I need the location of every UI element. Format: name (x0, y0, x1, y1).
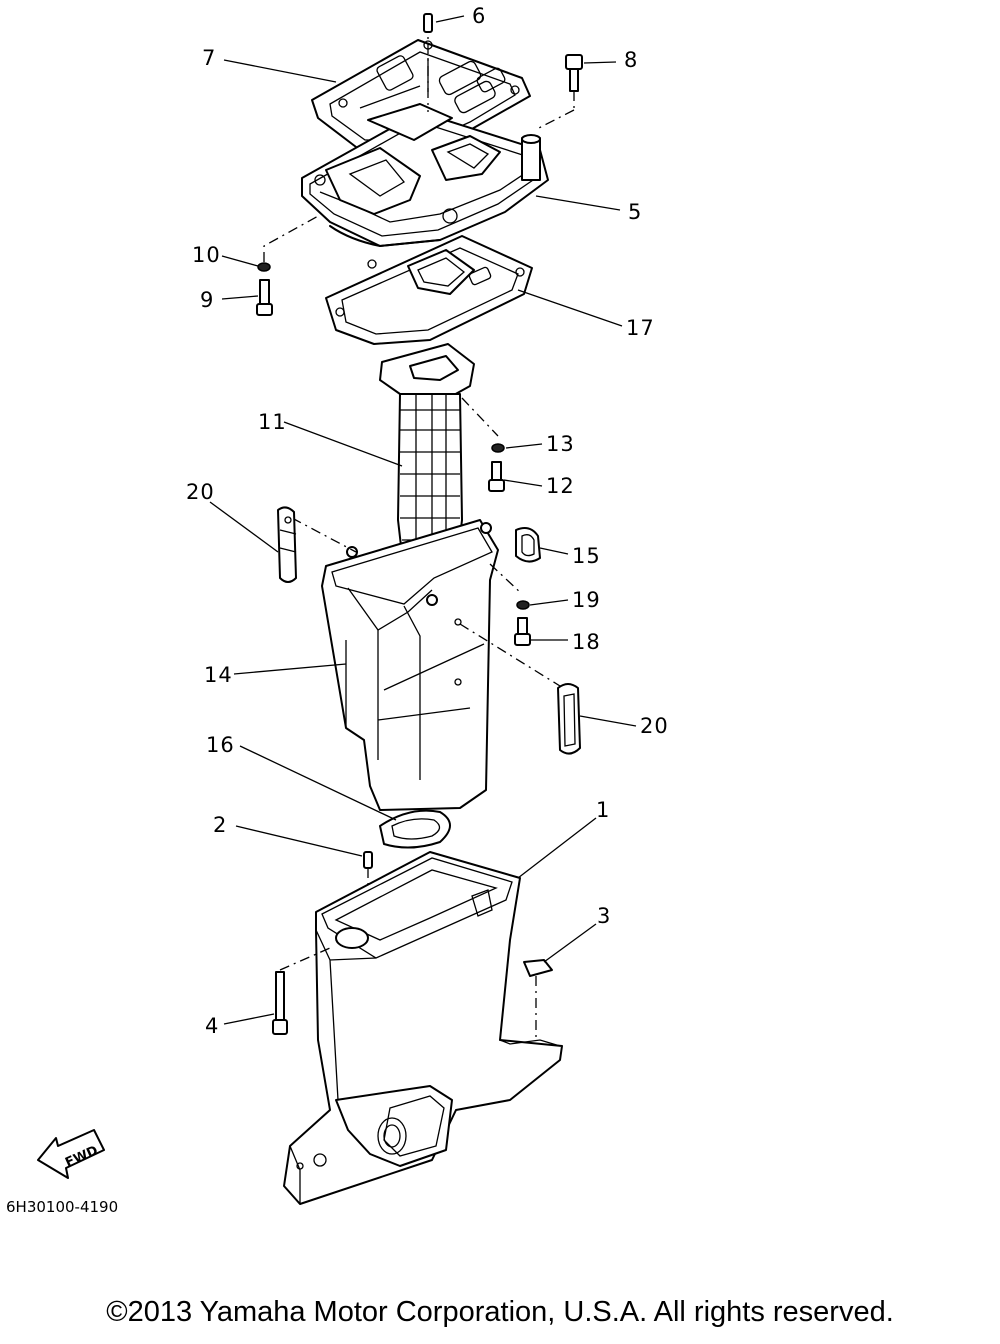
part-19-washer (516, 600, 530, 610)
label-part-1: 1 (596, 798, 611, 822)
part-16-seal (379, 809, 451, 849)
label-part-15: 15 (572, 544, 601, 568)
label-part-5: 5 (628, 200, 643, 224)
part-3-plate (523, 959, 553, 1040)
part-5-upper-plate (301, 22, 549, 247)
part-8-bolt (534, 54, 583, 131)
label-part-6: 6 (472, 4, 487, 28)
label-part-3: 3 (597, 904, 612, 928)
copyright-notice: ©2013 Yamaha Motor Corporation, U.S.A. A… (106, 1296, 894, 1328)
part-7-gasket (311, 39, 531, 151)
label-part-13: 13 (546, 432, 575, 456)
label-part-17: 17 (626, 316, 655, 340)
label-part-20-lower: 20 (640, 714, 669, 738)
part-18-bolt (514, 617, 531, 646)
label-part-14: 14 (204, 663, 233, 687)
label-part-12: 12 (546, 474, 575, 498)
label-part-11: 11 (258, 410, 287, 434)
part-12-bolt (488, 461, 505, 492)
part-15-grommet (515, 527, 541, 563)
part-11-exhaust-guide (379, 343, 499, 573)
diagram-part-code: 6H30100-4190 (6, 1198, 119, 1216)
part-10-washer (257, 214, 321, 272)
part-1-lower-casing (283, 851, 563, 1205)
part-6-dowel-pin (423, 13, 433, 33)
part-9-bolt (256, 279, 273, 316)
label-part-4: 4 (205, 1014, 220, 1038)
part-13-washer (491, 443, 505, 453)
label-part-9: 9 (200, 288, 215, 312)
label-part-19: 19 (572, 588, 601, 612)
part-20-damper-lower (557, 683, 581, 755)
label-part-16: 16 (206, 733, 235, 757)
part-20-bracket-upper (277, 506, 297, 583)
fwd-arrow-icon: FWD (37, 1129, 105, 1179)
leader-lines (209, 15, 637, 1025)
label-part-7: 7 (202, 46, 217, 70)
label-part-18: 18 (572, 630, 601, 654)
part-4-bolt (272, 947, 331, 1035)
label-part-10: 10 (192, 243, 221, 267)
label-part-2: 2 (213, 813, 228, 837)
part-14-upper-casing (291, 517, 561, 811)
part-17-gasket (325, 235, 533, 345)
label-part-20-upper: 20 (186, 480, 215, 504)
label-part-8: 8 (624, 48, 639, 72)
